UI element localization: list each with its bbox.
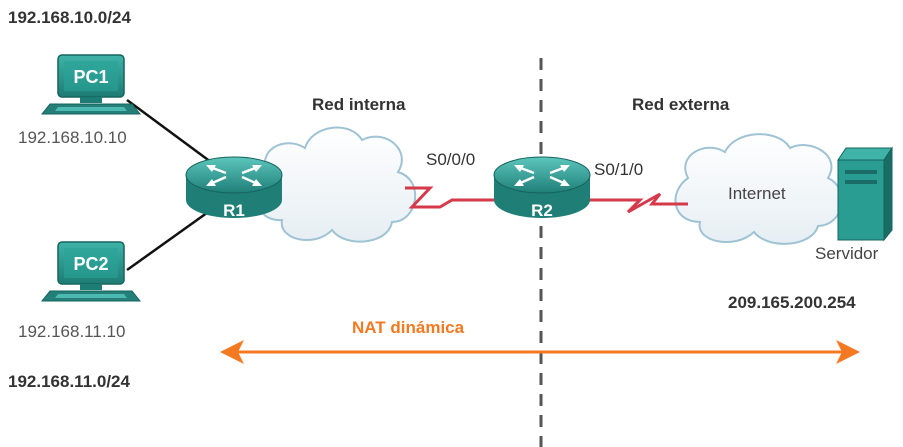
- server-ip-label: 209.165.200.254: [728, 293, 856, 312]
- server-icon[interactable]: [837, 146, 893, 242]
- lan2-network-label: 192.168.11.0/24: [8, 372, 130, 391]
- interface-s010-label: S0/1/0: [594, 160, 644, 179]
- nat-arrow: [220, 340, 860, 364]
- router-r2-icon[interactable]: [493, 156, 591, 218]
- pc2-ip-label: 192.168.11.10: [18, 322, 126, 341]
- server-label: Servidor: [815, 244, 879, 263]
- lan1-network-label: 192.168.10.0/24: [8, 8, 131, 27]
- router-r2-label: R2: [531, 201, 553, 220]
- link-pc1-r1: [126, 98, 216, 167]
- pc1-ip-label: 192.168.10.10: [18, 128, 127, 147]
- link-pc2-r1: [126, 203, 219, 272]
- router-r1-label: R1: [223, 201, 245, 220]
- interface-s000-label: S0/0/0: [426, 150, 476, 169]
- pc2-label: PC2: [73, 254, 108, 274]
- inside-cloud: [255, 126, 417, 243]
- inside-zone-label: Red interna: [312, 95, 406, 114]
- pc1-icon[interactable]: [40, 54, 142, 115]
- pc1-label: PC1: [73, 67, 108, 87]
- internet-label: Internet: [728, 184, 786, 203]
- serial-link-r2-internet: [588, 192, 688, 214]
- router-r1-icon[interactable]: [185, 156, 283, 218]
- nat-label: NAT dinámica: [352, 318, 465, 337]
- serial-link-r1-r2: [405, 186, 494, 209]
- outside-zone-label: Red externa: [632, 95, 730, 114]
- pc2-icon[interactable]: [40, 241, 142, 302]
